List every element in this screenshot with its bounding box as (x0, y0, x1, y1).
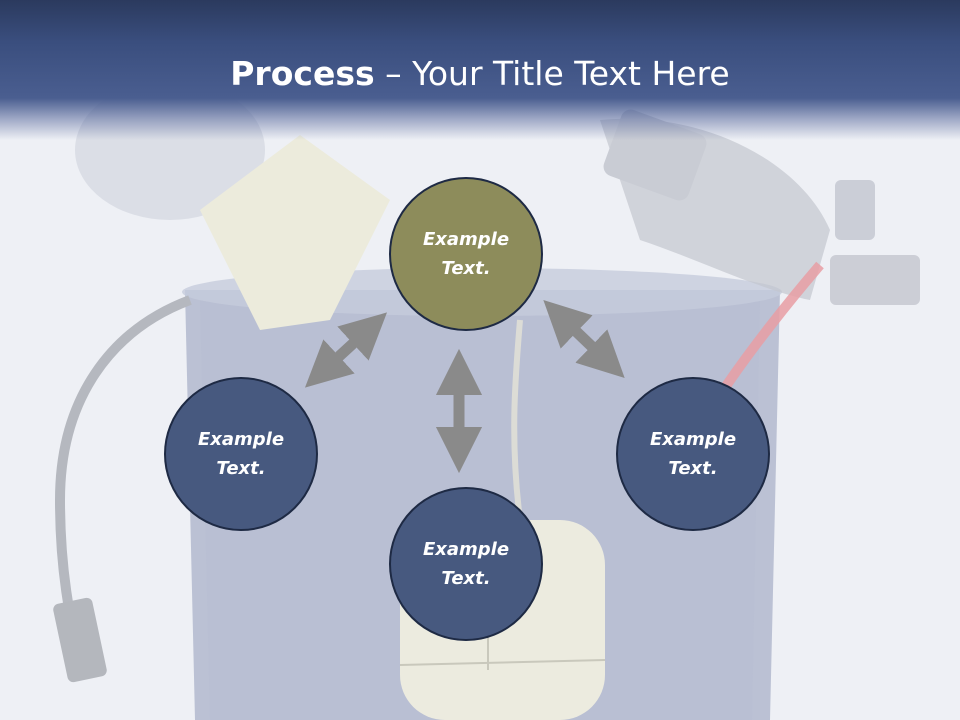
process-node-right[interactable]: Example Text. (616, 377, 770, 531)
slide-title[interactable]: Process – Your Title Text Here (0, 52, 960, 96)
title-bold-part: Process (230, 54, 375, 93)
process-node-top[interactable]: Example Text. (389, 177, 543, 331)
arrow-top-right (543, 300, 625, 378)
title-bar (0, 0, 960, 140)
title-rest-part: – Your Title Text Here (374, 54, 730, 93)
process-node-bottom[interactable]: Example Text. (389, 487, 543, 641)
arrow-top-left (304, 312, 388, 388)
process-node-left[interactable]: Example Text. (164, 377, 318, 531)
